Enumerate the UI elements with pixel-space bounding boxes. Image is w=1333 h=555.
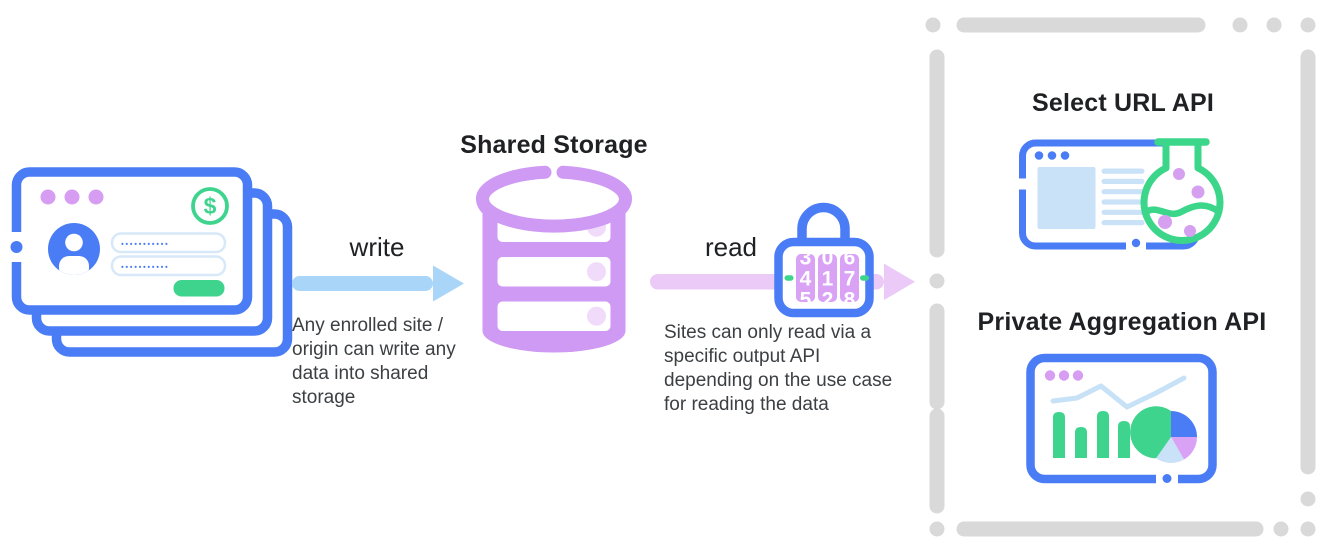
select-url-api-icon xyxy=(1017,138,1224,250)
disk-indicator-dots xyxy=(587,217,606,326)
window-controls-dots-icon xyxy=(40,189,104,205)
svg-text:3: 3 xyxy=(800,247,812,270)
password-mask: ••••••••••• xyxy=(121,240,169,249)
svg-text:2: 2 xyxy=(822,289,834,312)
pie-chart-icon xyxy=(1130,406,1197,463)
svg-text:0: 0 xyxy=(822,247,834,270)
dial-marker-dashes xyxy=(784,275,869,281)
database-icon xyxy=(476,165,632,353)
password-mask: ••••••••••• xyxy=(121,263,169,272)
lock-dials xyxy=(796,254,859,302)
dial-digit-2: 1 xyxy=(822,268,834,291)
combination-lock-icon: 3 4 5 0 1 2 6 7 8 xyxy=(774,202,874,318)
window-controls-dots-icon xyxy=(1044,370,1084,381)
window-controls-dots-icon xyxy=(1034,151,1070,160)
text-lines xyxy=(1101,168,1145,226)
select-url-api-title: Select URL API xyxy=(1031,89,1215,117)
submit-button-shape xyxy=(173,280,225,297)
read-caption: Sites can only read via a specific outpu… xyxy=(664,322,893,415)
dial-digit-3: 7 xyxy=(844,268,856,291)
dial-digit-1: 4 xyxy=(800,268,812,291)
border-dot xyxy=(1162,474,1172,483)
border-dot xyxy=(10,241,23,253)
flask-icon xyxy=(1140,138,1224,244)
svg-text:$: $ xyxy=(204,193,217,219)
private-aggregation-api-title: Private Aggregation API xyxy=(977,308,1267,336)
write-label: write xyxy=(349,232,405,262)
password-field xyxy=(110,255,227,277)
svg-text:6: 6 xyxy=(844,247,856,270)
dollar-icon: $ xyxy=(191,187,229,225)
shared-storage-title: Shared Storage xyxy=(460,131,648,159)
read-arrow-and-lock: 3 4 5 0 1 2 6 7 8 xyxy=(650,202,915,318)
svg-text:8: 8 xyxy=(844,289,856,312)
private-aggregation-api-icon xyxy=(1026,353,1217,484)
bar-chart-icon xyxy=(1053,411,1130,458)
svg-text:5: 5 xyxy=(800,289,812,312)
read-label: read xyxy=(704,232,758,262)
content-block xyxy=(1037,167,1096,229)
password-field xyxy=(110,232,227,254)
enrolled-sites-stack-icon: $ ••••••••••• ••••••••••• xyxy=(10,167,293,357)
border-dot xyxy=(1131,238,1141,248)
line-chart-icon xyxy=(1050,375,1187,410)
write-caption: Any enrolled site / origin can write any… xyxy=(292,315,456,408)
flask-bubbles xyxy=(1158,168,1205,237)
avatar-icon xyxy=(48,223,100,275)
write-arrow-icon xyxy=(292,265,464,302)
